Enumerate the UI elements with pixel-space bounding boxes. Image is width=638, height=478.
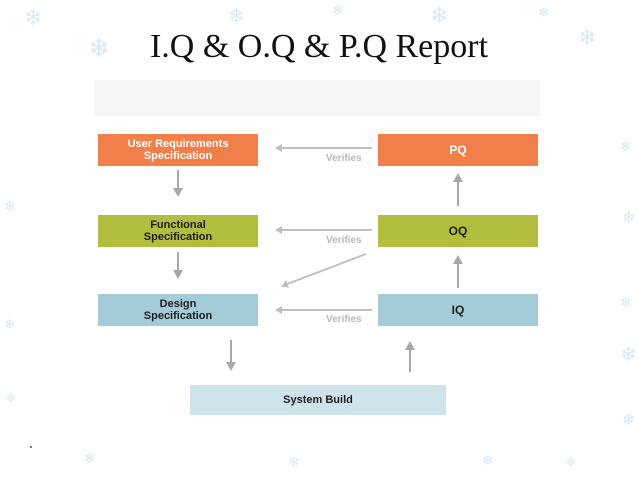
verifies-label-iq: Verifies: [326, 314, 362, 325]
system-build-label: System Build: [283, 394, 353, 406]
fs-label-line2: Specification: [143, 231, 213, 243]
verifies-label-oq: Verifies: [326, 235, 362, 246]
header-panel: [94, 80, 540, 116]
iq-label: IQ: [451, 303, 465, 317]
fs-label-line1: Functional: [150, 219, 206, 231]
urs-label-line2: Specification: [143, 150, 213, 162]
urs-label-line1: User Requirements: [127, 138, 229, 150]
diagonal-arrow: [281, 253, 367, 288]
ds-label-line1: Design: [159, 298, 197, 310]
page-title: I.Q & O.Q & P.Q Report: [149, 28, 489, 65]
ds-label-line2: Specification: [143, 310, 213, 322]
stray-dot: [30, 446, 32, 448]
iq-box: IQ: [378, 294, 538, 326]
pq-label: PQ: [449, 143, 467, 157]
urs-box: User Requirements Specification: [98, 134, 258, 166]
pq-box: PQ: [378, 134, 538, 166]
functional-spec-box: Functional Specification: [98, 215, 258, 247]
oq-box: OQ: [378, 215, 538, 247]
system-build-box: System Build: [190, 385, 446, 415]
oq-label: OQ: [448, 224, 468, 238]
verifies-label-pq: Verifies: [326, 153, 362, 164]
design-spec-box: Design Specification: [98, 294, 258, 326]
